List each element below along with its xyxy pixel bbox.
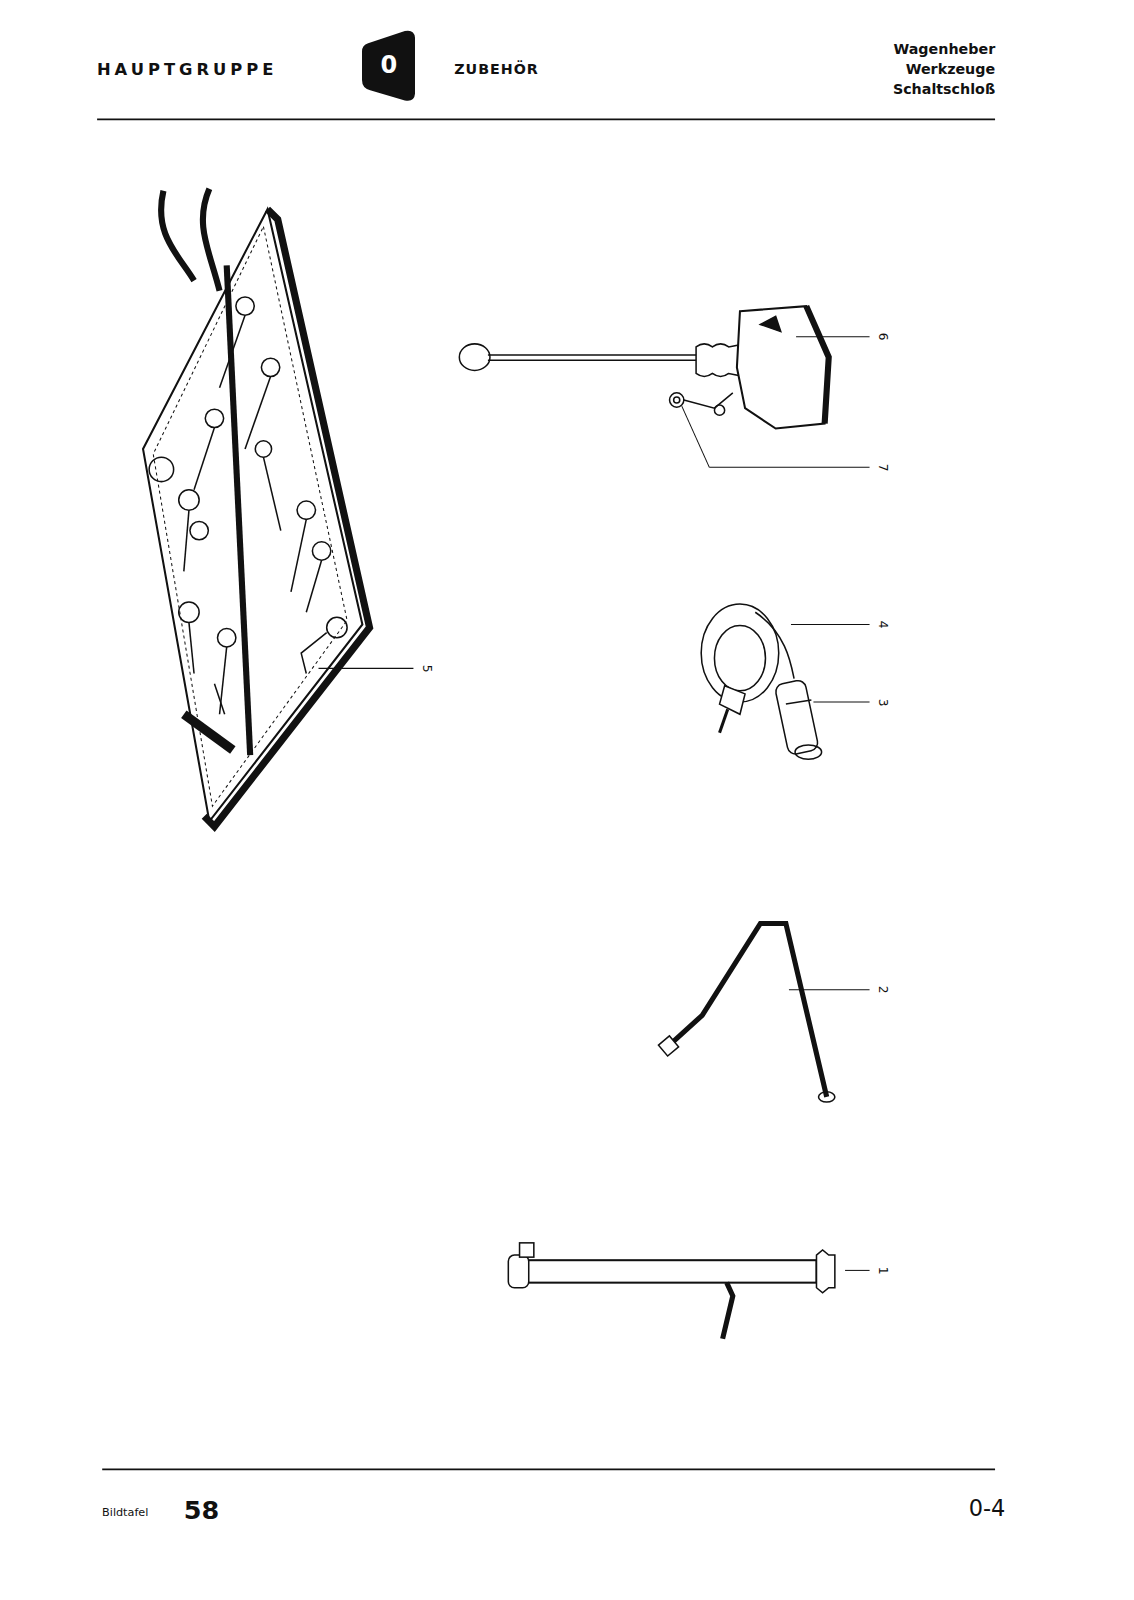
callout-number: 4 (875, 621, 888, 629)
section-title: Wagenheber (894, 42, 996, 58)
callout-number: 7 (875, 464, 888, 472)
group-badge: 0 (362, 29, 415, 102)
section-title: Werkzeuge (906, 62, 995, 78)
group-number: 0 (362, 29, 415, 102)
group-name: ZUBEHÖR (454, 62, 539, 78)
callout-number: 3 (875, 698, 888, 706)
callout-number: 6 (875, 333, 888, 341)
section-title: Schaltschloß (893, 82, 995, 98)
callout-number: 2 (875, 986, 888, 994)
plate-number: 58 (184, 1496, 220, 1524)
group-heading: HAUPTGRUPPE (97, 61, 278, 79)
page-number: 0-4 (969, 1496, 1006, 1521)
plate-label: Bildtafel (102, 1507, 148, 1519)
callout-number: 5 (419, 665, 432, 673)
callout-number: 1 (875, 1267, 888, 1275)
